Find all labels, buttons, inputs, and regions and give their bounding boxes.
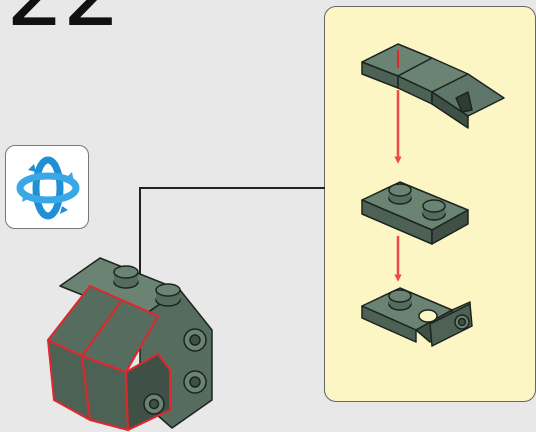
rotate-model-icon <box>16 156 80 220</box>
part-bracket-assembly <box>361 287 473 347</box>
step-number: 22 <box>6 0 121 40</box>
part-plate-1x2 <box>361 181 469 245</box>
main-model <box>47 257 213 431</box>
part-plate-slope <box>361 43 505 129</box>
rotate-model-badge <box>5 145 89 229</box>
